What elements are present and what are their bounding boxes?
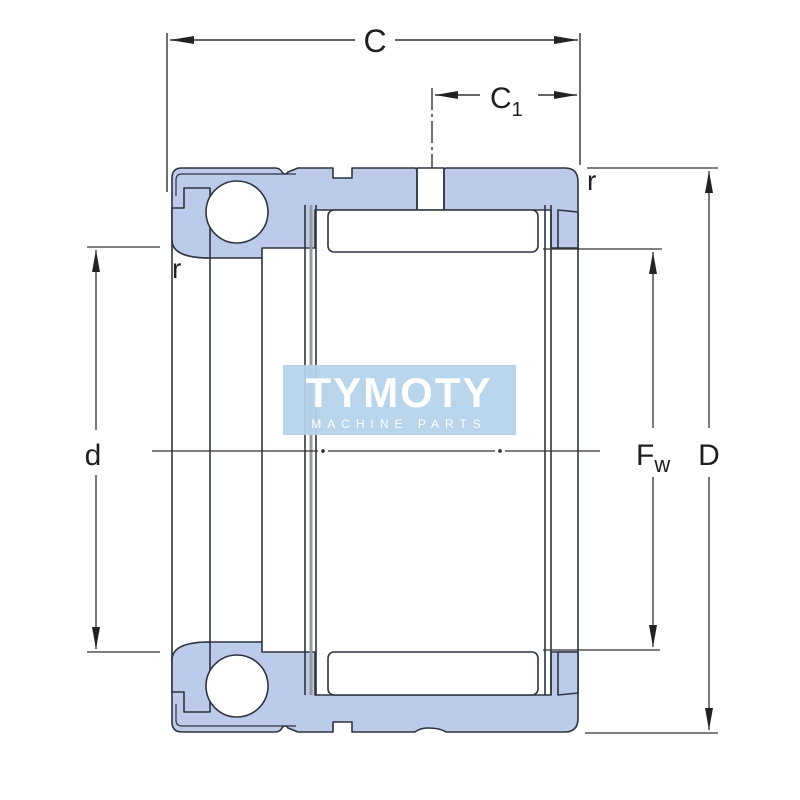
- dimension-Fw: [543, 248, 662, 651]
- label-Fw: Fw: [636, 439, 670, 477]
- label-C1: C1: [490, 82, 523, 121]
- label-d: d: [85, 439, 102, 472]
- bearing-section-top: [171, 167, 579, 259]
- ball-bottom: [205, 654, 269, 718]
- ball-top: [205, 180, 269, 244]
- dimension-C: [166, 33, 581, 192]
- dimension-d: [87, 246, 160, 653]
- label-r-top-right: r: [587, 165, 596, 196]
- needle-roller-top: [327, 209, 539, 253]
- label-D: D: [698, 439, 720, 472]
- bearing-inner-lines: [171, 205, 579, 695]
- watermark-title: TYMOTY: [306, 369, 493, 416]
- label-r-left: r: [172, 253, 181, 284]
- bearing-section-bottom: [171, 641, 579, 733]
- label-C: C: [363, 23, 386, 59]
- watermark-subtitle: MACHINE PARTS: [311, 417, 487, 431]
- centre-line: [152, 449, 600, 453]
- needle-roller-bottom: [327, 651, 539, 696]
- watermark: TYMOTY MACHINE PARTS: [283, 365, 516, 435]
- dimension-D: [585, 167, 718, 734]
